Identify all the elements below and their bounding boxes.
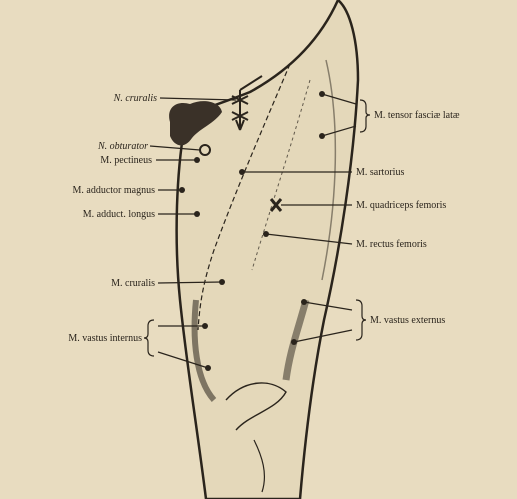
label-m-rectus-femoris: M. rectus femoris <box>356 239 427 250</box>
label-m-sartorius: M. sartorius <box>356 167 404 178</box>
brace-tensor <box>360 100 370 132</box>
label-m-adduct-longus: M. adduct. longus <box>83 209 155 220</box>
label-m-adductor-magnus: M. adductor magnus <box>73 185 156 196</box>
label-n-obturator: N. obturator <box>97 141 148 152</box>
label-m-quadriceps-femoris: M. quadriceps femoris <box>356 200 446 211</box>
label-m-tensor-fasciae-latae: M. tensor fasciæ latæ <box>374 110 460 121</box>
brace-vastus-internus <box>144 320 154 356</box>
label-m-pectineus: M. pectineus <box>100 155 152 166</box>
label-m-vastus-externus: M. vastus externus <box>370 315 445 326</box>
label-n-cruralis: N. cruralis <box>113 93 157 104</box>
label-m-vastus-internus: M. vastus internus <box>68 333 142 344</box>
thigh-outline <box>177 0 358 499</box>
brace-vastus-externus <box>356 300 366 340</box>
label-m-cruralis: M. cruralis <box>111 278 155 289</box>
